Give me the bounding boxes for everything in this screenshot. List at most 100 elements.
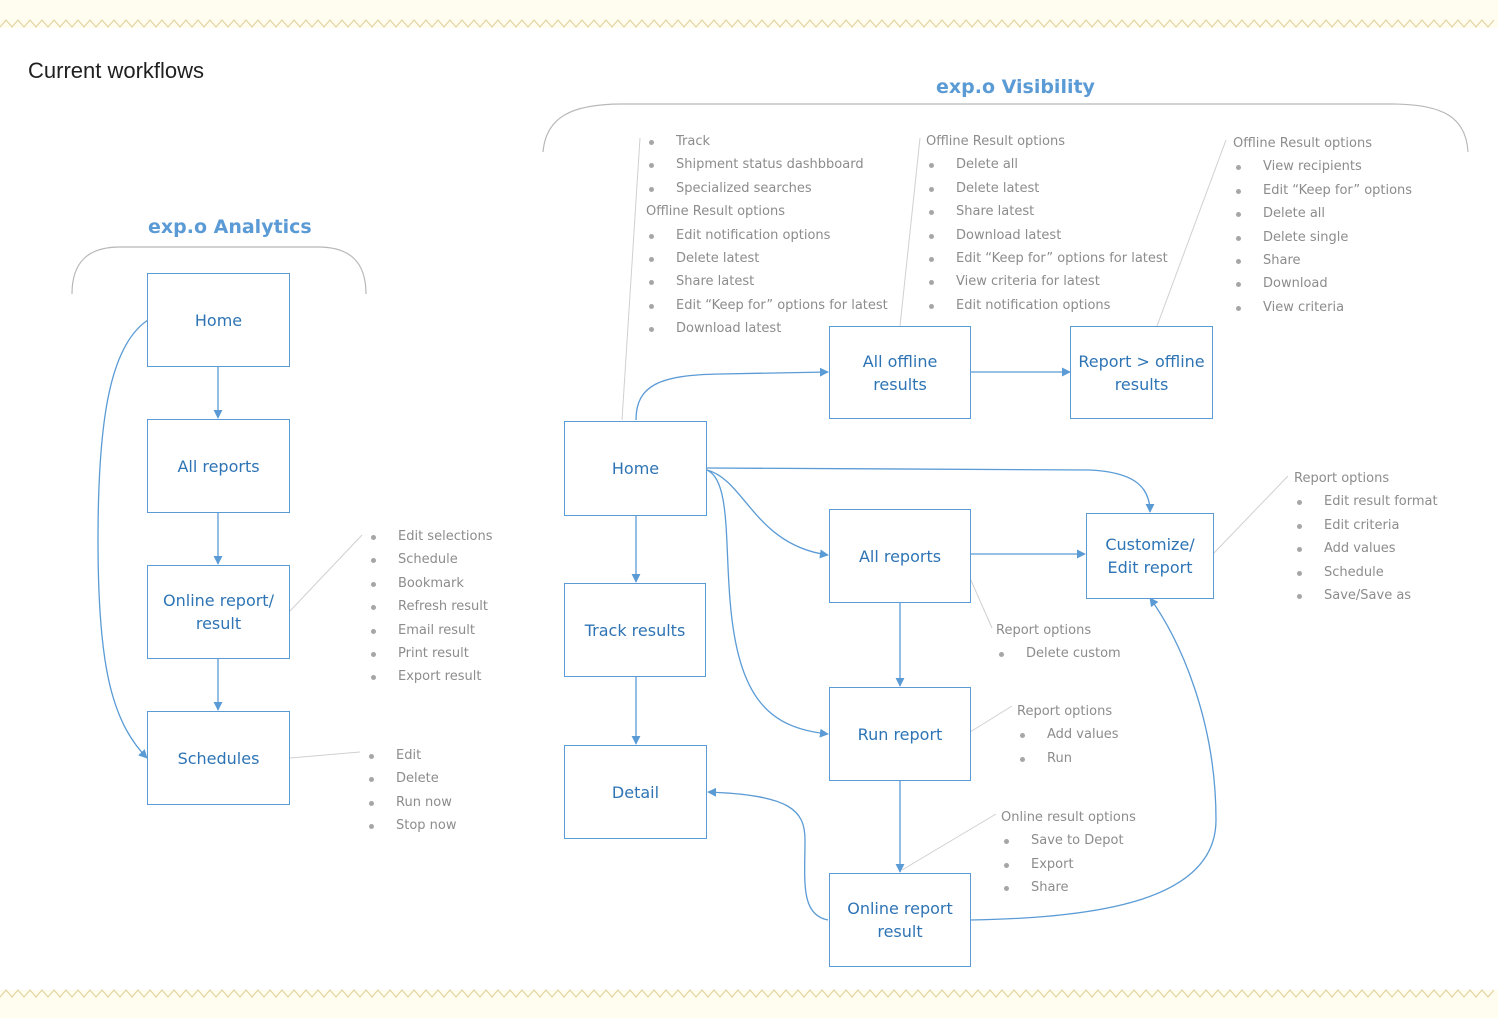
note-item: Schedule: [368, 548, 493, 571]
arrow-v-home-alloffline: [635, 367, 829, 421]
node-label: Report > offline results: [1078, 351, 1205, 394]
note-item: Edit “Keep for” options: [1233, 179, 1412, 202]
arrow-v-online-detail: [707, 787, 829, 921]
note-item: Delete all: [926, 153, 1168, 176]
analytics-schedules-node[interactable]: Schedules: [147, 711, 290, 805]
visibility-all-reports-node[interactable]: All reports: [829, 509, 971, 603]
note-heading: Report options: [1017, 704, 1113, 719]
analytics-home-node[interactable]: Home: [147, 273, 290, 367]
note-item: Edit result format: [1294, 490, 1438, 513]
note-item: View recipients: [1233, 155, 1412, 178]
page-title: Current workflows: [28, 58, 205, 83]
note-item: Shipment status dashbboard: [646, 153, 888, 176]
node-label: All reports: [177, 456, 260, 476]
node-label: Detail: [611, 782, 660, 802]
leader-vis-customize: [1213, 475, 1289, 554]
visibility-home-node[interactable]: Home: [564, 421, 707, 516]
note-item: Email result: [368, 619, 493, 642]
visibility-track-results-node[interactable]: Track results: [564, 583, 706, 677]
analytics-online-report-node[interactable]: Online report/ result: [147, 565, 290, 659]
leader-vis-online-report: [901, 813, 997, 871]
note-item: Delete: [366, 767, 457, 790]
visibility-report-offline-node[interactable]: Report > offline results: [1070, 326, 1213, 419]
node-label: Online report result: [847, 899, 953, 941]
analytics-all-reports-node[interactable]: All reports: [147, 419, 290, 513]
note-item: Edit “Keep for” options for latest: [646, 294, 888, 317]
visibility-all-offline-node[interactable]: All offline results: [829, 326, 971, 419]
visibility-section-title: exp.o Visibility: [936, 76, 1095, 98]
leader-analytics-schedules: [289, 751, 361, 759]
note-heading: Report options: [996, 623, 1092, 638]
visibility-customize-node[interactable]: Customize/ Edit report: [1086, 513, 1214, 599]
leader-analytics-online: [289, 534, 363, 612]
arrow-v-home-allreports: [706, 469, 829, 559]
node-label: Track results: [584, 620, 686, 640]
note-item: View criteria: [1233, 296, 1412, 319]
note-item: Print result: [368, 642, 493, 665]
note-item: Delete latest: [646, 247, 888, 270]
note-item: Export result: [368, 665, 493, 688]
node-label: Online report/ result: [163, 591, 274, 633]
node-label: Home: [611, 459, 660, 478]
note-heading: Offline Result options: [1233, 136, 1372, 151]
note-item: Edit notification options: [646, 224, 888, 247]
visibility-all-reports-note: Report options Delete custom: [996, 619, 1121, 666]
leader-vis-all-reports: [969, 577, 993, 629]
note-item: Schedule: [1294, 561, 1438, 584]
note-item: Share latest: [926, 200, 1168, 223]
note-item: Share: [1233, 249, 1412, 272]
note-item: Download: [1233, 272, 1412, 295]
note-item: Run now: [366, 791, 457, 814]
node-label: Schedules: [177, 748, 260, 768]
arrow-v-online-customize: [969, 597, 1217, 921]
leader-vis-all-offline: [899, 137, 921, 327]
note-list: Delete custom: [996, 642, 1121, 665]
note-item: Share: [1001, 876, 1136, 899]
arrow-a-home-schedules: [97, 319, 149, 759]
note-item: Specialized searches: [646, 177, 888, 200]
note-heading: Offline Result options: [926, 134, 1065, 149]
note-item: Edit: [366, 744, 457, 767]
bottom-border-band: [0, 989, 1498, 1018]
leader-vis-home: [621, 137, 641, 421]
note-item: Add values: [1294, 537, 1438, 560]
note-item: Edit notification options: [926, 294, 1168, 317]
note-item: Bookmark: [368, 572, 493, 595]
node-label: Customize/ Edit report: [1105, 535, 1195, 577]
note-item: Download latest: [646, 317, 888, 340]
visibility-detail-node[interactable]: Detail: [564, 745, 707, 839]
arrow-v-home-customize: [706, 467, 1155, 513]
note-heading: Online result options: [1001, 810, 1136, 825]
bottom-zigzag-border: [0, 989, 1495, 998]
note-item: Edit “Keep for” options for latest: [926, 247, 1168, 270]
note-item: Refresh result: [368, 595, 493, 618]
note-item: Delete custom: [996, 642, 1121, 665]
note-item: Track: [646, 130, 888, 153]
node-label: Run report: [857, 724, 943, 744]
note-item: Stop now: [366, 814, 457, 837]
note-item: Save/Save as: [1294, 584, 1438, 607]
visibility-run-report-node[interactable]: Run report: [829, 687, 971, 781]
arrow-v-home-runreport: [706, 469, 829, 738]
analytics-brace: [71, 246, 367, 295]
note-item: Export: [1001, 853, 1136, 876]
note-heading: Report options: [1294, 471, 1390, 486]
visibility-online-report-node[interactable]: Online report result: [829, 873, 971, 967]
leader-vis-run-report: [969, 705, 1013, 733]
